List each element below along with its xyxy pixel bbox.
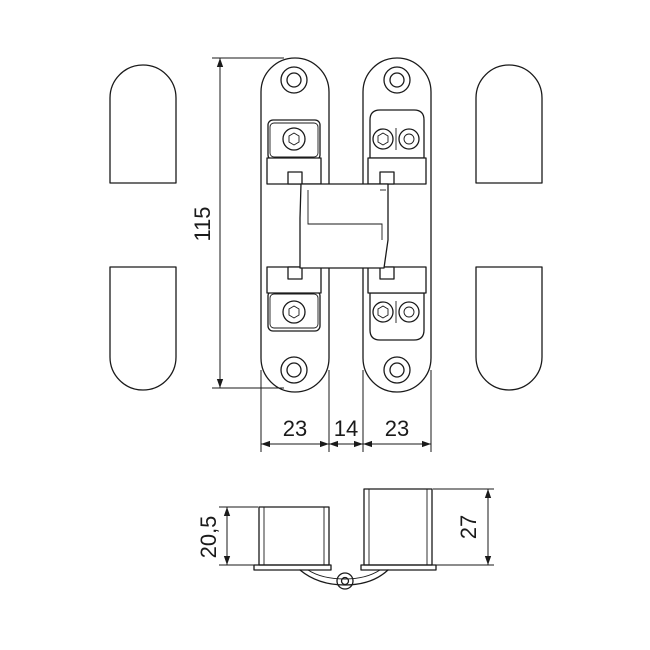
dimension-depth-left-label: 20,5 — [196, 516, 221, 559]
dimension-gap-label: 14 — [334, 416, 358, 441]
dimension-depth-right-label: 27 — [456, 515, 481, 539]
hinge-side-view — [253, 488, 437, 590]
left-hinge-plate — [260, 57, 330, 393]
hinge-linkage — [299, 183, 389, 269]
mortise-cutout-right-top — [475, 64, 543, 184]
dimension-height-label: 115 — [190, 206, 215, 241]
dimension-widths: 23 14 23 — [260, 370, 432, 452]
dimension-height: 115 — [190, 57, 284, 389]
dimension-width-right-label: 23 — [385, 416, 409, 441]
dimension-width-left-label: 23 — [283, 416, 307, 441]
mortise-cutout-left-top — [109, 64, 177, 184]
dimension-depth-right: 27 — [433, 488, 494, 566]
mortise-cutout-right-bottom — [475, 266, 543, 391]
mortise-cutout-left-bottom — [109, 266, 177, 391]
right-hinge-plate — [362, 57, 432, 393]
dimension-depth-left: 20,5 — [196, 506, 258, 566]
